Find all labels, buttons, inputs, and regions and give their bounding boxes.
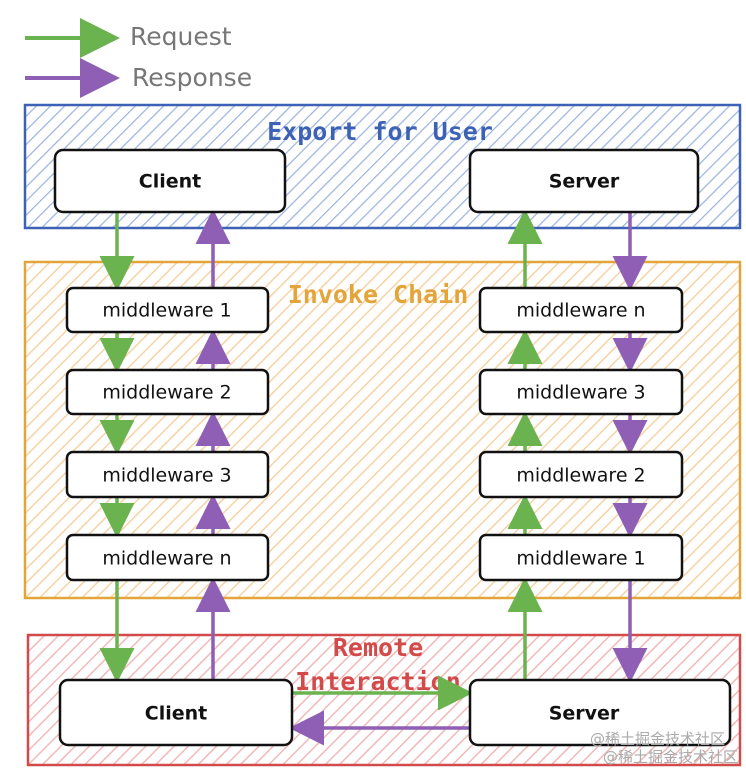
server-middleware-chain: middleware n middleware 3 middleware 2 m… [478,286,684,582]
middleware-node: middleware 1 [516,548,645,570]
watermark: @稀土掘金技术社区 [590,730,725,748]
client-middleware-chain: middleware 1 middleware 2 middleware 3 m… [65,286,270,582]
export-client-node: Client [53,148,287,214]
remote-title-line1: Remote [333,633,423,662]
middleware-node: middleware n [102,548,231,570]
svg-text:Client: Client [139,171,201,193]
svg-text:Client: Client [145,703,207,725]
invoke-title: Invoke Chain [288,280,469,309]
middleware-node: middleware 1 [102,300,231,322]
export-server-node: Server [468,148,700,214]
watermark: @稀土掘金技术社区 [603,748,738,766]
remote-server-node: Server [468,678,732,747]
remote-title-line2: Interaction [295,667,461,696]
middleware-node: middleware 3 [516,382,645,404]
svg-text:Server: Server [549,171,620,193]
middleware-node: middleware 3 [102,465,231,487]
middleware-node: middleware n [516,300,645,322]
legend-response: Response [132,63,252,92]
export-title: Export for User [267,117,493,146]
middleware-node: middleware 2 [102,382,231,404]
legend-request: Request [130,22,232,51]
legend: Request Response [25,18,252,98]
remote-client-node: Client [58,678,294,747]
svg-text:Server: Server [549,703,620,725]
arrows [99,209,648,746]
middleware-node: middleware 2 [516,465,645,487]
